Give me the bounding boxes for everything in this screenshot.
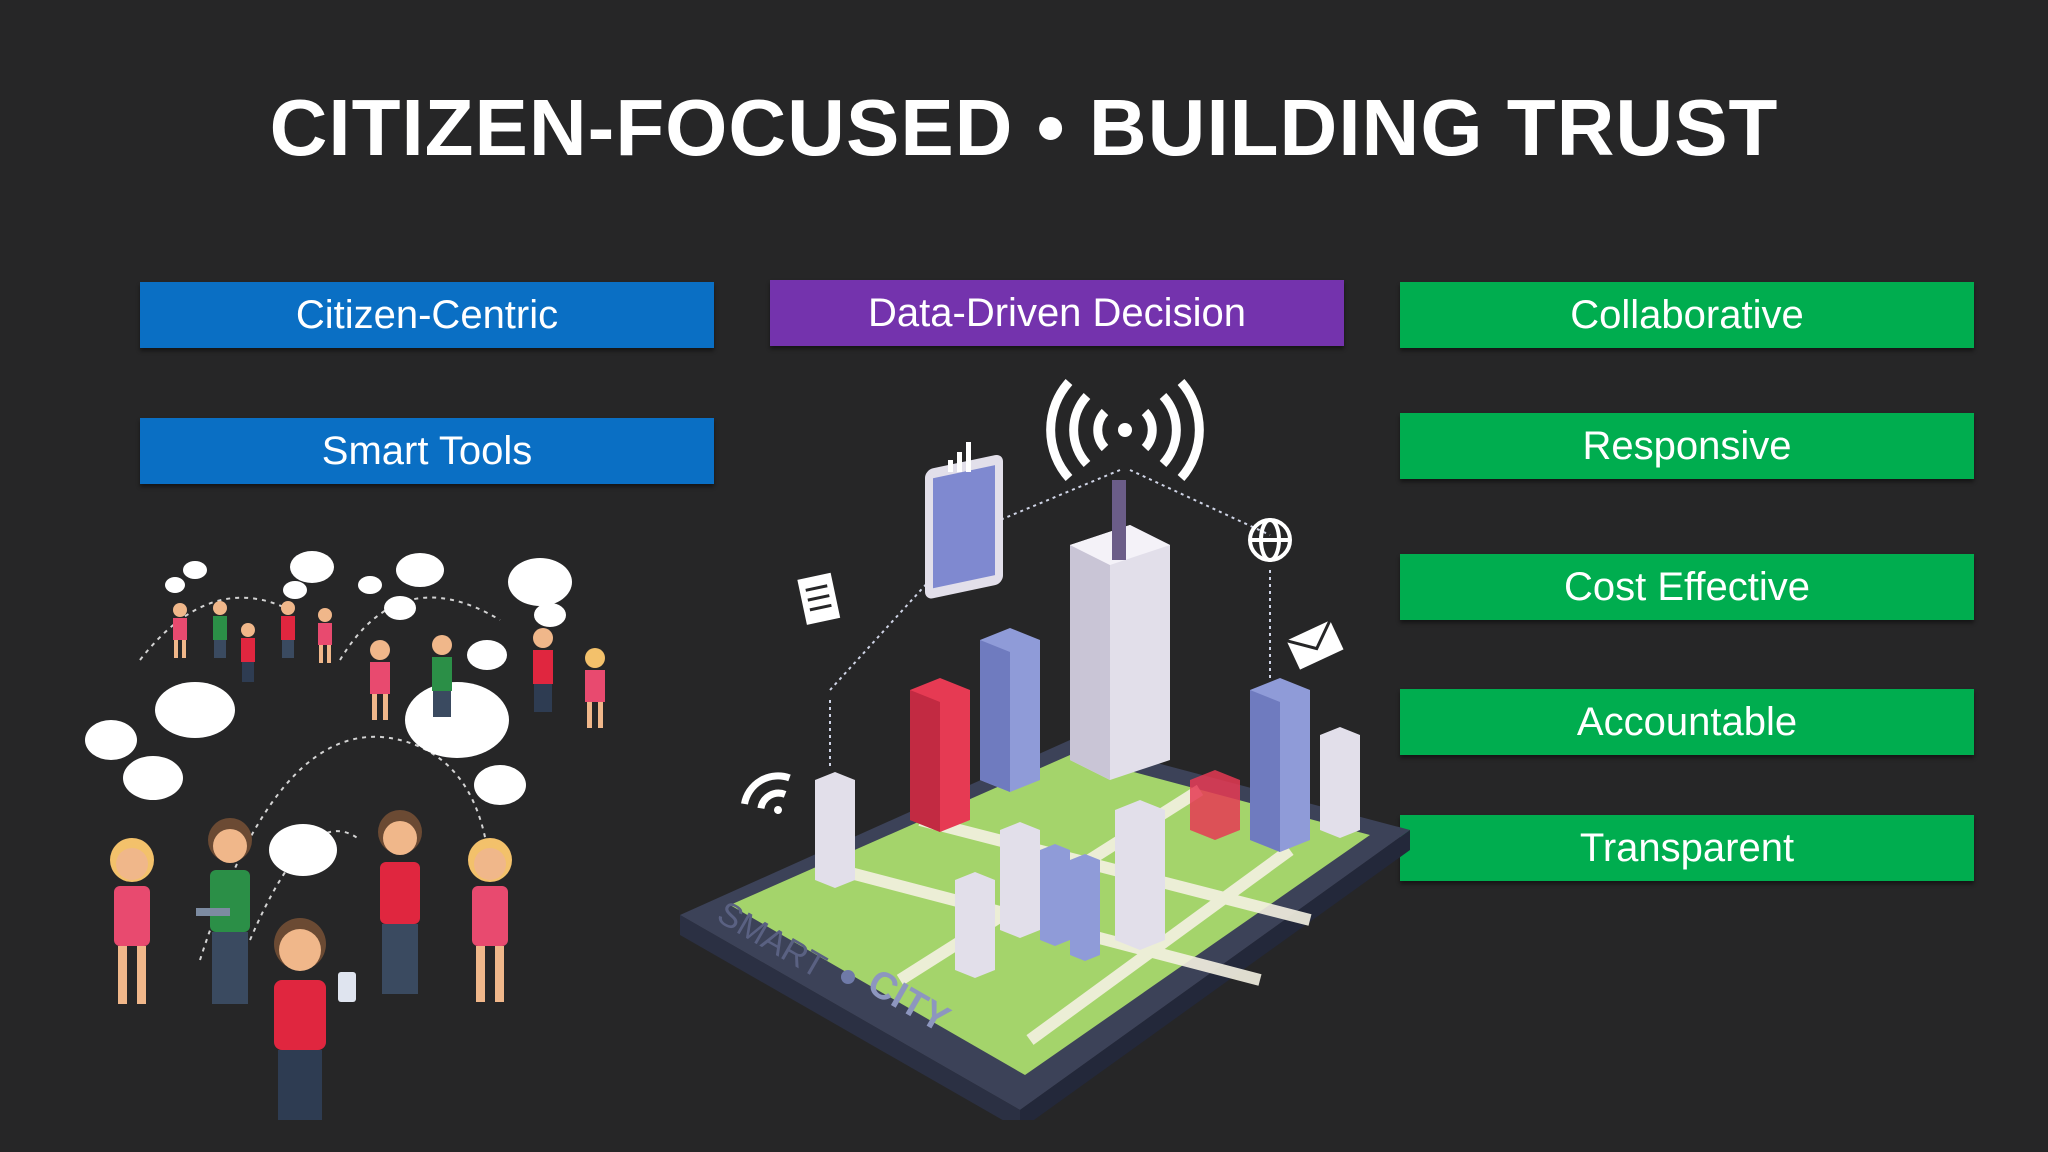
box-data-driven-decision: Data-Driven Decision xyxy=(770,280,1344,346)
globe-icon xyxy=(1248,518,1292,562)
envelope-icon xyxy=(1286,619,1344,670)
box-smart-tools: Smart Tools xyxy=(140,418,714,484)
buildings xyxy=(815,480,1360,978)
slide-title: CITIZEN-FOCUSED • BUILDING TRUST xyxy=(269,83,1779,172)
box-transparent: Transparent xyxy=(1400,815,1974,881)
box-accountable: Accountable xyxy=(1400,689,1974,755)
person-icon xyxy=(173,601,605,728)
wifi-broadcast-icon xyxy=(1046,379,1204,481)
citizens-illustration xyxy=(85,551,605,1120)
wifi-icon xyxy=(741,772,791,814)
smart-city-illustration: SMART CITY xyxy=(680,379,1410,1120)
speech-bubble-icon xyxy=(85,551,572,876)
box-collaborative: Collaborative xyxy=(1400,282,1974,348)
person-icon xyxy=(110,810,512,1120)
box-citizen-centric: Citizen-Centric xyxy=(140,282,714,348)
signal-bars-icon xyxy=(948,442,971,472)
box-cost-effective: Cost Effective xyxy=(1400,554,1974,620)
document-icon xyxy=(797,572,841,625)
box-responsive: Responsive xyxy=(1400,413,1974,479)
tablet-icon xyxy=(925,454,1003,599)
